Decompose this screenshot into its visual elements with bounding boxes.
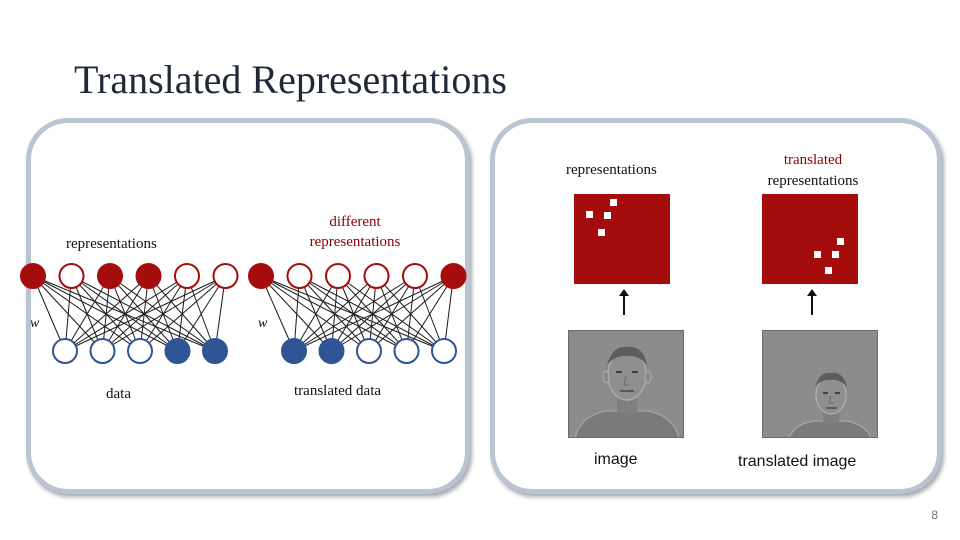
net2-hidden-layer [248,263,467,289]
connection-line [64,275,226,352]
active-unit [814,251,821,258]
face-photo-graphic [569,331,683,437]
hidden-unit-empty [402,263,428,289]
active-unit [825,267,832,274]
active-unit [832,251,839,258]
hidden-unit-empty [286,263,313,289]
hidden-unit-empty [325,263,351,289]
net2-connections [260,275,454,352]
col2-rep-label: translated representations [757,150,869,192]
col2-rep-label-line1: translated [783,152,843,168]
net1-hidden-layer [20,263,239,289]
active-unit [598,229,605,236]
connection-line [368,275,454,352]
connection-line [260,275,295,352]
hidden-unit-filled [248,263,274,289]
connection-line [293,275,416,352]
visible-unit-empty [52,338,78,364]
col1-rep-label: representations [566,162,657,178]
connection-line [177,275,226,352]
hidden-unit-empty [212,263,239,289]
visible-unit-empty [127,338,153,364]
visible-unit-filled [164,338,191,364]
col2-rep-label-line2: representations [767,173,859,189]
image-label: image [594,451,638,468]
translated-face-image [762,330,878,438]
connection-line [293,275,454,352]
connection-line [102,275,226,352]
hidden-unit-filled [135,263,162,289]
net2-visible-layer [281,338,457,364]
visible-unit-filled [318,338,345,364]
page-number: 8 [931,508,938,522]
slide-title: Translated Representations [74,57,507,102]
arrow-up-icon [807,289,817,315]
active-unit [837,238,844,245]
connection-line [139,275,226,352]
connection-line [293,275,377,352]
hidden-unit-empty [174,263,200,289]
hidden-unit-filled [20,263,46,289]
visible-unit-empty [89,338,116,364]
connection-line [32,275,66,352]
translated-image-label: translated image [738,453,857,470]
arrow-up-icon [619,289,629,315]
hidden-unit-filled [97,263,123,289]
representation-map [574,194,670,284]
translated-face-photo-graphic [763,331,877,437]
visible-unit-filled [202,338,228,364]
visible-unit-filled [281,338,307,364]
connection-line [64,275,111,352]
translated-representation-map [762,194,858,284]
net2-bottom-label: translated data [294,383,382,399]
active-unit [610,199,617,206]
networks-panel [26,118,470,494]
hidden-unit-empty [363,263,390,289]
active-unit [604,212,611,219]
hidden-unit-filled [440,263,467,289]
net1-top-label: representations [66,236,157,252]
connection-line [331,275,454,352]
visible-unit-empty [431,338,457,364]
visible-unit-empty [393,338,420,364]
net2-top-label-line2: representations [309,234,401,250]
connection-line [64,275,188,352]
connection-line [406,275,454,352]
face-image [568,330,684,438]
net1-weight-label: w [30,316,40,331]
net2-weight-label: w [258,316,268,331]
visible-unit-empty [356,338,382,364]
net2-top-label: different representations [300,212,410,252]
net1-visible-layer [52,338,228,364]
connection-line [293,275,339,352]
net2-top-label-line1: different [329,214,381,230]
active-unit [586,211,593,218]
connection-line [64,275,149,352]
net1-bottom-label: data [106,386,131,402]
hidden-unit-empty [58,263,85,289]
